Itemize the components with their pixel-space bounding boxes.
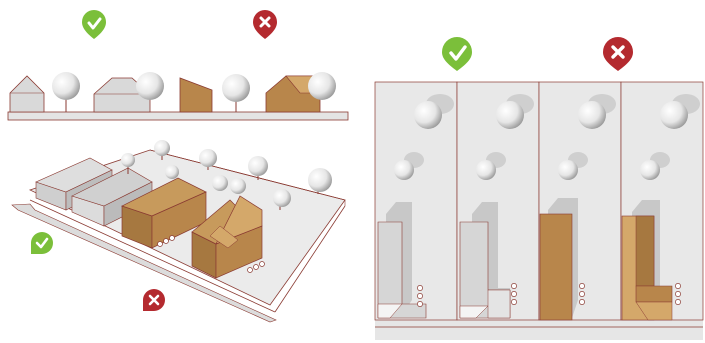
- tree-icon: [230, 178, 246, 194]
- tree-icon: [558, 160, 578, 180]
- existing-house: [9, 75, 45, 113]
- tree-icon: [308, 72, 336, 100]
- check-badge-icon: [31, 232, 53, 254]
- ground-strip: [7, 111, 349, 121]
- new-house: [179, 77, 213, 113]
- tree-icon: [136, 72, 164, 100]
- tree-icon: [578, 101, 606, 129]
- tree-icon: [121, 153, 135, 174]
- tree-icon: [394, 160, 414, 180]
- tree-icon: [660, 101, 688, 129]
- tree-icon: [476, 160, 496, 180]
- check-badge-icon: [442, 37, 472, 71]
- street-edge: [375, 320, 703, 340]
- tree-icon: [199, 149, 217, 170]
- tree-icon: [414, 101, 442, 129]
- site-plan-panel: [374, 37, 704, 340]
- tree-icon: [154, 140, 170, 160]
- existing-house-footprint: [459, 202, 511, 319]
- cross-badge-icon: [253, 10, 277, 39]
- tree-icon: [308, 168, 332, 194]
- check-badge-icon: [82, 10, 106, 39]
- driveway-dots: [417, 283, 681, 307]
- street-elevation-panel: [7, 10, 349, 121]
- street-perspective-panel: [11, 140, 346, 323]
- tree-icon: [640, 160, 660, 180]
- tree-icon: [222, 74, 250, 112]
- new-house: [121, 177, 207, 249]
- tree-icon: [248, 156, 268, 180]
- cross-badge-icon: [143, 289, 165, 311]
- tree-icon: [273, 189, 291, 210]
- new-house: [191, 195, 263, 279]
- tree-icon: [212, 175, 228, 191]
- sidewalk: [11, 203, 277, 323]
- tree-icon: [52, 72, 80, 112]
- tree-icon: [165, 165, 179, 179]
- new-house-footprint: [621, 200, 673, 321]
- new-house-footprint: [539, 198, 578, 321]
- existing-house-footprint: [377, 202, 427, 319]
- driveway-dots: [157, 235, 265, 273]
- cross-badge-icon: [603, 37, 633, 71]
- tree-icon: [496, 101, 524, 129]
